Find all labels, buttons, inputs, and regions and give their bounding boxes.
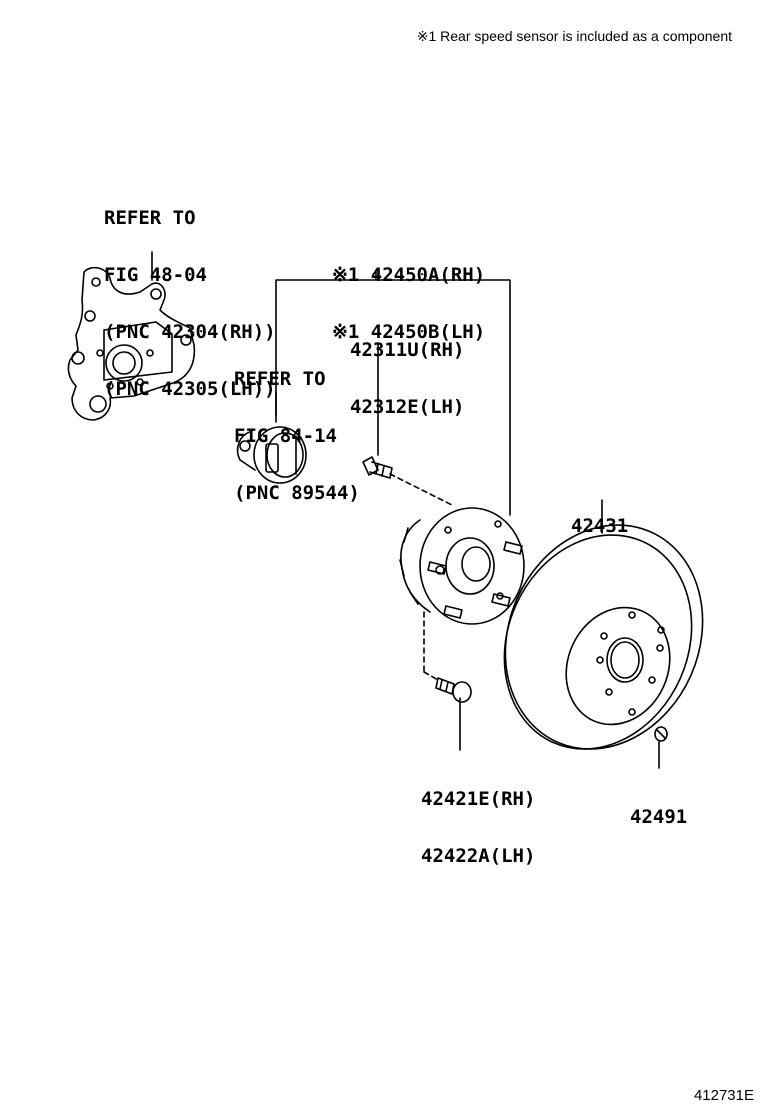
label-line: 42422A(LH) [421, 845, 536, 867]
speed-sensor-icon[interactable] [238, 427, 306, 483]
label-line: (PNC 89544) [234, 482, 360, 504]
hub-bolt-icon[interactable] [363, 457, 392, 478]
brake-disc-icon[interactable] [470, 493, 737, 780]
component-note: ※1 Rear speed sensor is included as a co… [416, 28, 732, 44]
leader-lines [152, 252, 659, 768]
hub-bearing-icon[interactable] [400, 508, 524, 624]
knuckle-icon[interactable] [68, 268, 194, 420]
label-line: FIG 48-04 [104, 264, 207, 286]
label-disc-screw[interactable]: 42491 [630, 770, 687, 846]
label-line: REFER TO [104, 207, 196, 229]
mount-bolt-icon[interactable] [436, 678, 471, 702]
disc-screw-icon[interactable] [655, 727, 667, 741]
label-mount-bolt[interactable]: 42421E(RH) 42422A(LH) [421, 752, 535, 885]
label-line: REFER TO [234, 368, 326, 390]
label-line: 42491 [630, 806, 688, 828]
figure-id: 412731E [693, 1087, 754, 1104]
label-line: ※1 42450B(LH) [332, 321, 486, 343]
label-line: 42421E(RH) [421, 788, 536, 810]
